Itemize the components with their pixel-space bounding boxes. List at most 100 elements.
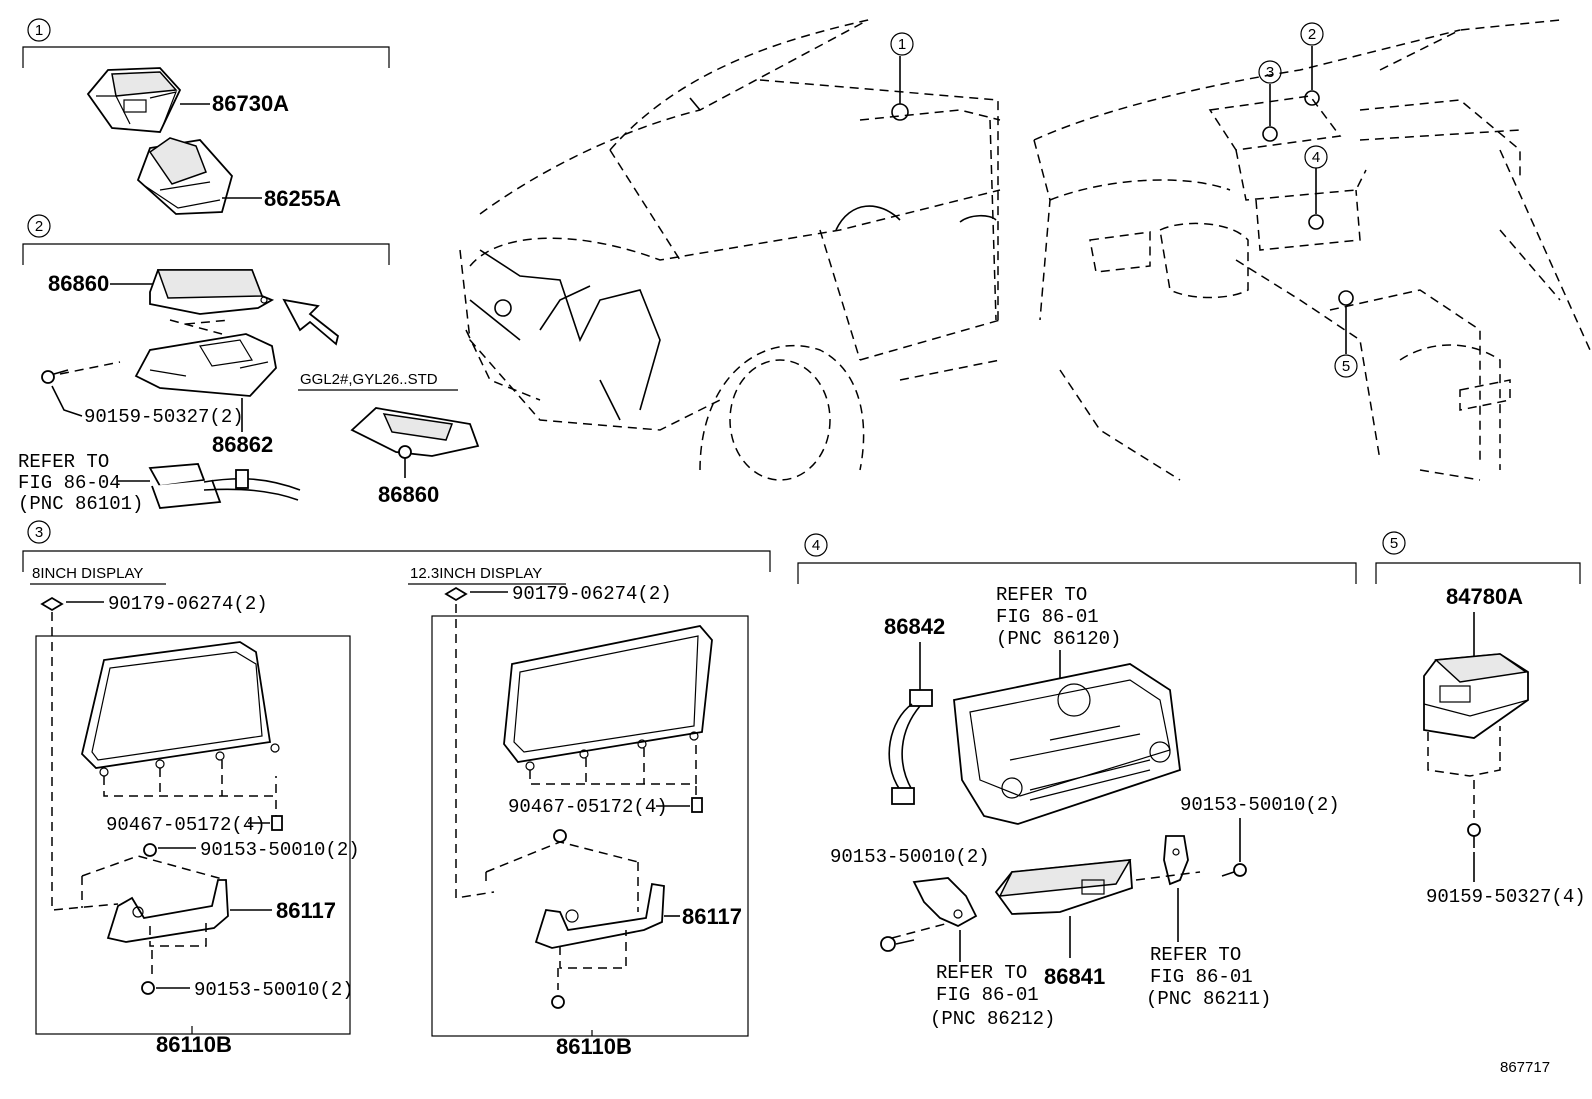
screw-lower-left (141, 981, 155, 995)
section-2-bracket-line (22, 243, 390, 265)
label-clip-left: 90179-06274(2) (108, 593, 268, 615)
control-panel-drawing (953, 663, 1181, 825)
part-86860-module-drawing (149, 269, 275, 315)
frame-12-3inch (431, 615, 749, 1037)
bracket-left-drawing (912, 877, 978, 928)
refer-pnc-86212-line1: REFER TO (936, 962, 1027, 984)
leader-90159-50327-2 (51, 385, 83, 417)
label-86841: 86841 (1044, 964, 1105, 989)
dash-callout-5: 5 (1342, 358, 1350, 375)
dash-guide-86862 (59, 319, 231, 375)
dash-location-3 (1262, 126, 1278, 142)
section-3-bracket-line (22, 550, 771, 572)
refer-fig-86-04-line1: REFER TO (18, 451, 109, 473)
section-1-bracket-line (22, 46, 390, 68)
section-4-bracket-line (797, 562, 1357, 584)
harness-86842-drawing (888, 689, 933, 805)
frame-8inch (35, 635, 351, 1035)
label-screw-lower-left: 90153-50010(2) (194, 979, 354, 1001)
label-86862: 86862 (212, 432, 273, 457)
bolt-90159-50327-4 (1467, 823, 1481, 848)
bolt-90159-50327 (41, 369, 69, 384)
section-2-number: 2 (35, 218, 43, 235)
label-84780A: 84780A (1446, 584, 1523, 609)
bracket-86117-left-drawing (106, 879, 229, 943)
clip-left (40, 596, 64, 612)
refer-pnc-86212-line2: FIG 86-01 (936, 984, 1039, 1006)
dash-callout-2: 2 (1308, 26, 1316, 43)
part-86255A-drawing (136, 137, 233, 215)
label-nut-left: 90467-05172(4) (106, 814, 266, 836)
label-screw-left-90153: 90153-50010(2) (830, 846, 990, 868)
screw-lower-right (551, 995, 565, 1009)
nut-right (691, 797, 703, 813)
title-8inch-display: 8INCH DISPLAY (32, 565, 143, 582)
refer-fig-86-04-line2: FIG 86-04 (18, 472, 121, 494)
section-5: 5 84780A 90159-50327(4) (1375, 531, 1586, 908)
dash-callout-3: 3 (1266, 64, 1274, 81)
section-3-number: 3 (35, 524, 43, 541)
dash-callout-4: 4 (1312, 149, 1320, 166)
car-location-marker (891, 103, 909, 121)
dash-location-4 (1308, 214, 1324, 230)
section-5-number: 5 (1390, 535, 1398, 552)
label-86842: 86842 (884, 614, 945, 639)
clip-right (444, 586, 468, 602)
label-86860-top: 86860 (48, 271, 109, 296)
refer-pnc-86211-line2: FIG 86-01 (1150, 966, 1253, 988)
display-12-3inch-drawing (503, 625, 713, 771)
section-3-marker (27, 520, 51, 544)
part-86730A-drawing (86, 67, 182, 133)
refer-pnc-86211-line3: (PNC 86211) (1146, 988, 1271, 1010)
label-86110B-right: 86110B (556, 1034, 632, 1059)
section-5-bracket-line (1375, 562, 1581, 584)
label-screw-right-90153: 90153-50010(2) (1180, 794, 1340, 816)
section-1-number: 1 (35, 22, 43, 39)
nut-left (271, 815, 283, 831)
car-callout-1: 1 (898, 36, 906, 53)
label-86730A: 86730A (212, 91, 289, 116)
section-2: 2 86860 90159-50327(2) 86862 GGL (18, 214, 480, 515)
label-86117-right: 86117 (682, 904, 742, 929)
label-86255A: 86255A (264, 186, 341, 211)
harness-connector-drawing (148, 463, 301, 509)
screw-right-90153 (1221, 863, 1247, 877)
section-4-marker (804, 533, 828, 557)
vehicle-exterior-drawing: 1 (459, 19, 1001, 481)
section-1-marker (27, 18, 51, 42)
refer-pnc-86120-line3: (PNC 86120) (996, 628, 1121, 650)
screw-left-90153 (880, 936, 915, 952)
screw-upper-left (143, 843, 157, 857)
section-2-marker (27, 214, 51, 238)
screw-upper-right (553, 829, 567, 843)
label-86110B-left: 86110B (156, 1032, 232, 1057)
display-8inch-drawing (81, 641, 280, 777)
figure-id: 867717 (1500, 1059, 1550, 1076)
section-3: 3 8INCH DISPLAY 90179-06274(2) 90467-051… (22, 520, 771, 1059)
refer-pnc-86120-line1: REFER TO (996, 584, 1087, 606)
refer-fig-86-04-line3: (PNC 86101) (18, 493, 143, 515)
refer-pnc-86211-line1: REFER TO (1150, 944, 1241, 966)
label-screw-upper-left: 90153-50010(2) (200, 839, 360, 861)
bracket-right-drawing (1163, 835, 1189, 886)
refer-pnc-86120-line2: FIG 86-01 (996, 606, 1099, 628)
dash-location-2 (1304, 90, 1320, 106)
dash-location-5 (1338, 290, 1354, 306)
part-86862-bracket-drawing (134, 333, 277, 397)
title-12-3inch-display: 12.3INCH DISPLAY (410, 565, 542, 582)
label-86860-alt: 86860 (378, 482, 439, 507)
section-5-marker (1382, 531, 1406, 555)
refer-pnc-86212-line3: (PNC 86212) (930, 1008, 1055, 1030)
direction-arrow (282, 298, 340, 346)
label-90159-50327-2: 90159-50327(2) (84, 406, 244, 428)
section-1: 1 86730A 86255A (22, 18, 390, 215)
label-86117-left: 86117 (276, 898, 336, 923)
label-90159-50327-4: 90159-50327(4) (1426, 886, 1586, 908)
bracket-86117-right-drawing (534, 882, 665, 949)
interior-dashboard-drawing: 3 2 4 5 (1033, 19, 1591, 481)
label-clip-right: 90179-06274(2) (512, 583, 672, 605)
label-nut-right: 90467-05172(4) (508, 796, 668, 818)
section-4-number: 4 (812, 537, 820, 554)
unit-86841-drawing (994, 859, 1133, 915)
